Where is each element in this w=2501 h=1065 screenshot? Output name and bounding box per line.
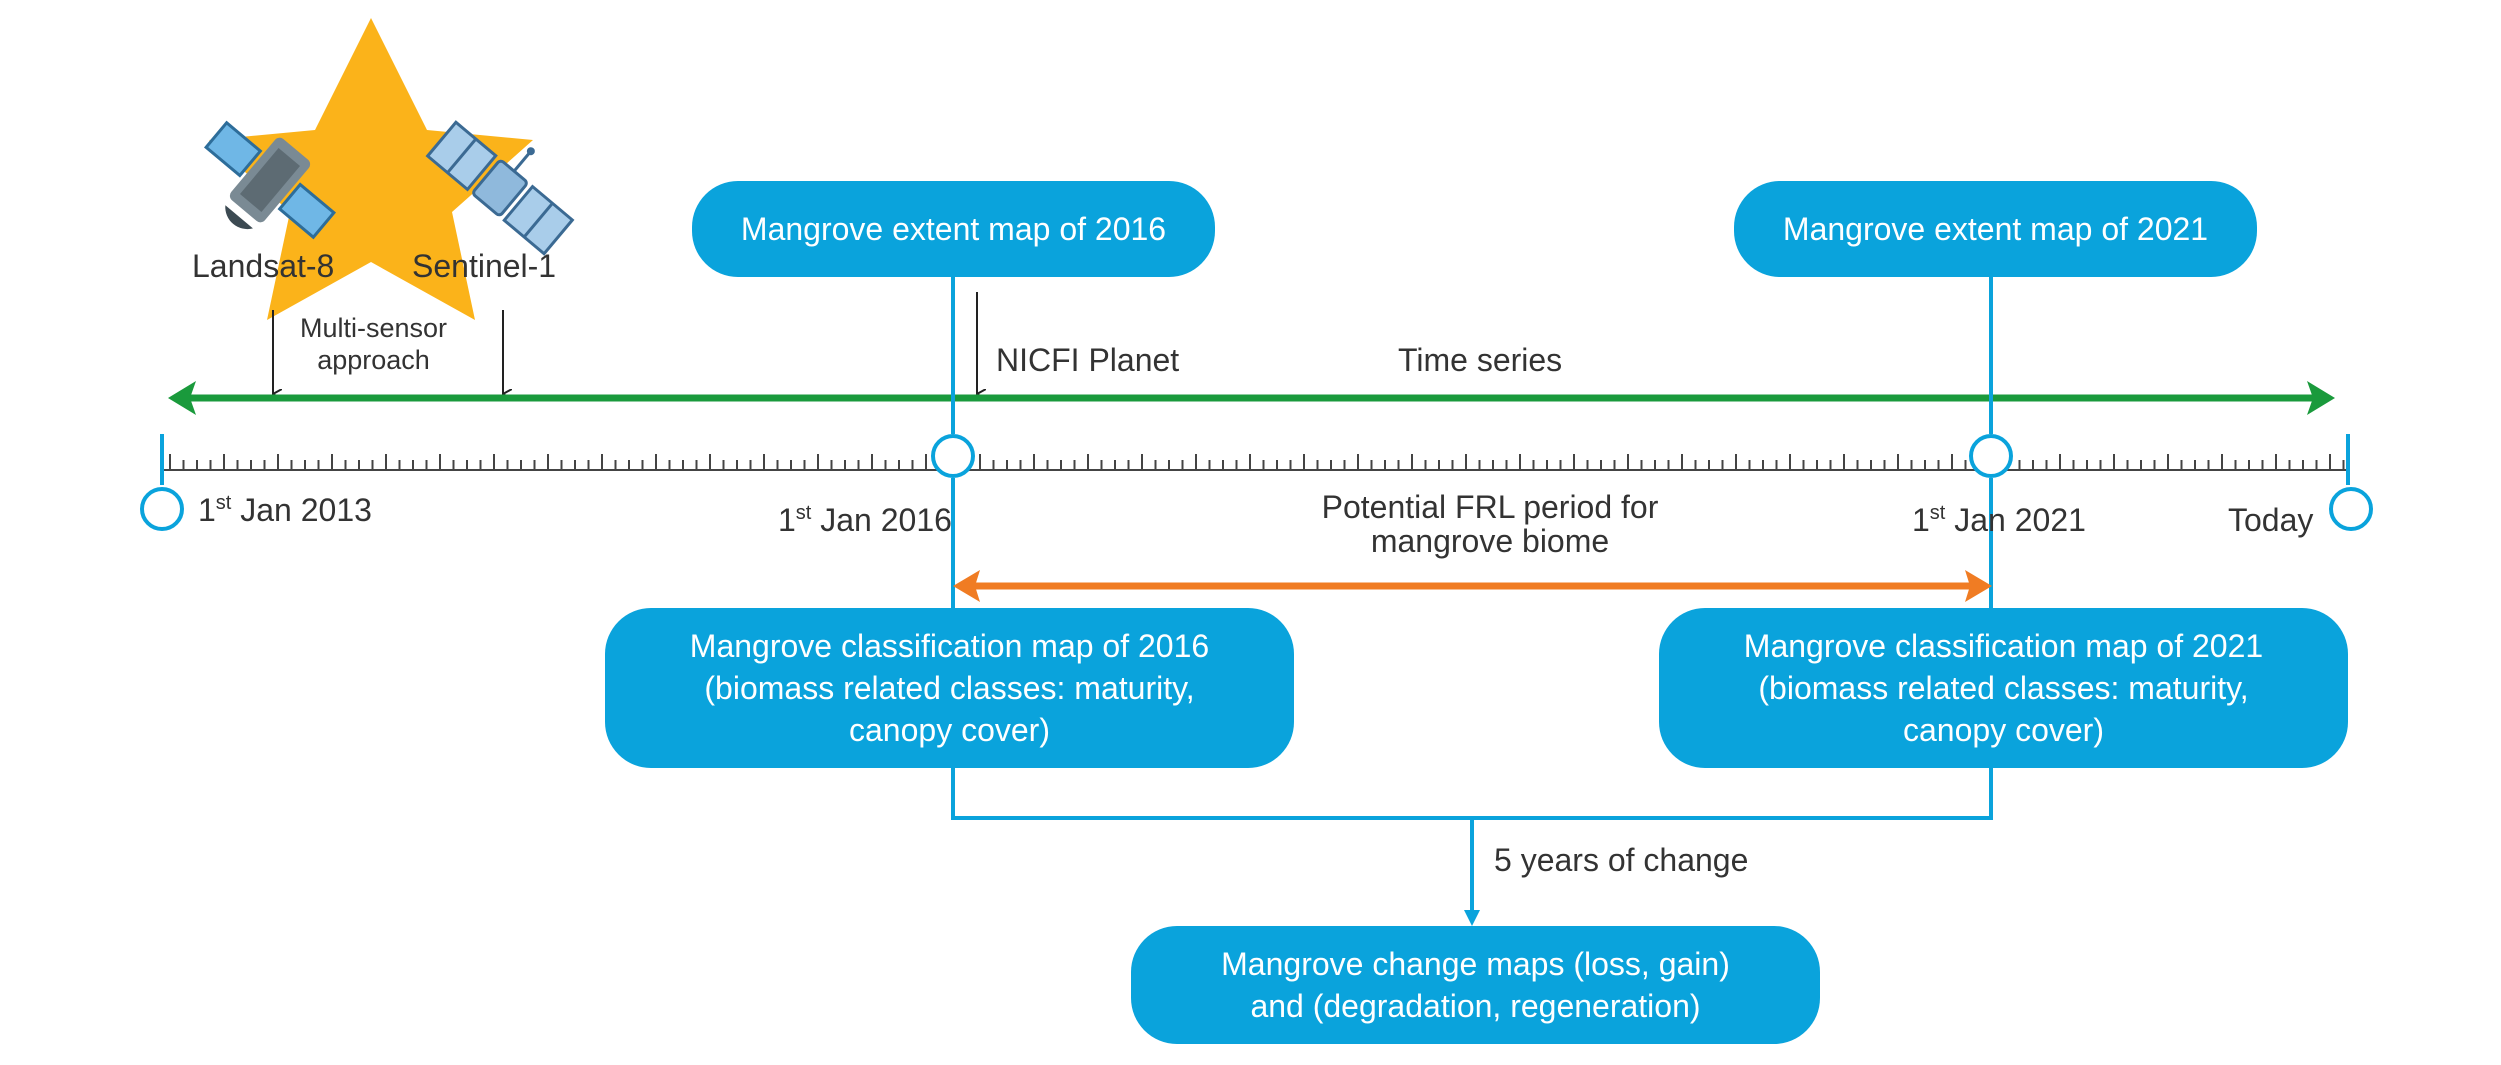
- sentinel-satellite-icon: [425, 120, 575, 256]
- change-maps-box: Mangrove change maps (loss, gain) and (d…: [1131, 926, 1820, 1044]
- change-arrow-head: [1464, 910, 1480, 926]
- classification-map-2016-box: Mangrove classification map of 2016 (bio…: [605, 608, 1294, 768]
- star-icon: [209, 18, 533, 320]
- timeline-node-today: [2329, 487, 2373, 531]
- timeline-axis: [162, 454, 2348, 471]
- frl-period-label: Potential FRL period for mangrove biome: [1321, 489, 1659, 559]
- frl-arrow: [953, 570, 1992, 602]
- sentinel-label: Sentinel-1: [412, 248, 557, 284]
- extent-map-2016-box: Mangrove extent map of 2016: [692, 181, 1215, 277]
- date-2016-label: 1st Jan 2016: [778, 502, 952, 538]
- timeline-node-2013: [140, 487, 184, 531]
- classification-map-2021-box: Mangrove classification map of 2021 (bio…: [1659, 608, 2348, 768]
- landsat-satellite-icon: [203, 120, 337, 240]
- extent-map-2021-box: Mangrove extent map of 2021: [1734, 181, 2257, 277]
- timeseries-arrow: [168, 381, 2335, 415]
- five-years-change-label: 5 years of change: [1494, 842, 1749, 878]
- date-2013-label: 1st Jan 2013: [198, 492, 372, 528]
- timeline-node-2016: [931, 434, 975, 478]
- landsat-label: Landsat-8: [192, 248, 335, 284]
- date-2021-label: 1st Jan 2021: [1912, 502, 2086, 538]
- time-series-label: Time series: [1398, 342, 1563, 378]
- today-label: Today: [2228, 502, 2314, 538]
- nicfi-label: NICFI Planet: [996, 342, 1180, 378]
- approach-label: Multi-sensor approach: [300, 313, 448, 375]
- timeline-node-2021: [1969, 434, 2013, 478]
- connector-lines: [951, 275, 1993, 912]
